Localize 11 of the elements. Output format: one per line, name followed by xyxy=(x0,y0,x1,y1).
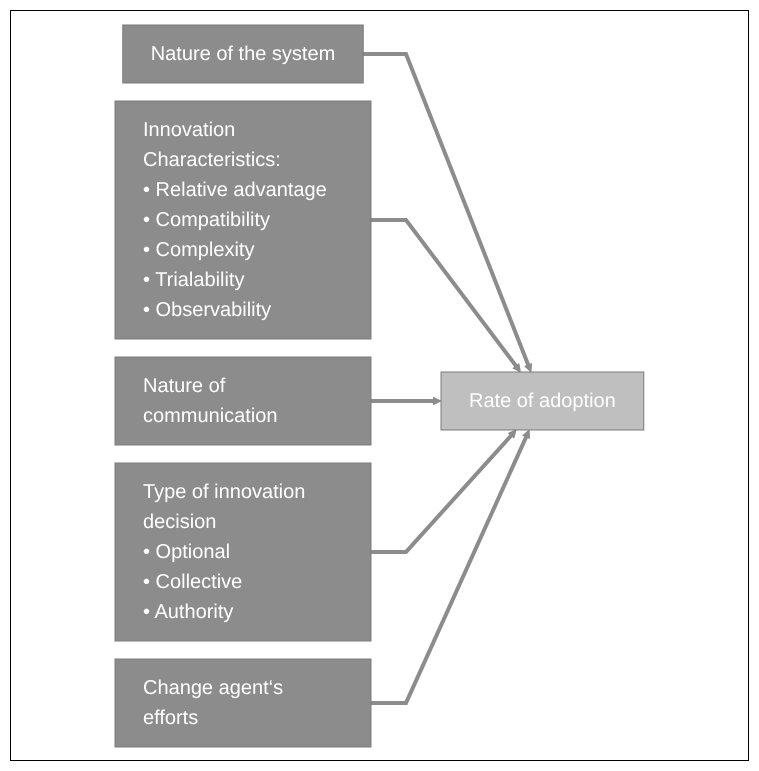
arrow xyxy=(371,396,442,405)
node-box: Innovation Characteristics: • Relative advantage • Compatibility • Complexity • Trialability • Observability xyxy=(114,100,372,339)
node-box: Nature of communication xyxy=(114,356,372,445)
arrow xyxy=(371,429,517,554)
arrow xyxy=(363,52,532,372)
arrow xyxy=(371,218,522,372)
node-box: Type of innovation decision • Optional • Collective • Authority xyxy=(114,462,372,641)
node-box: Nature of the system xyxy=(122,24,364,83)
node-box: Rate of adoption xyxy=(440,371,644,430)
node-box: Change agent‘s efforts xyxy=(114,658,372,747)
arrow xyxy=(371,429,530,704)
